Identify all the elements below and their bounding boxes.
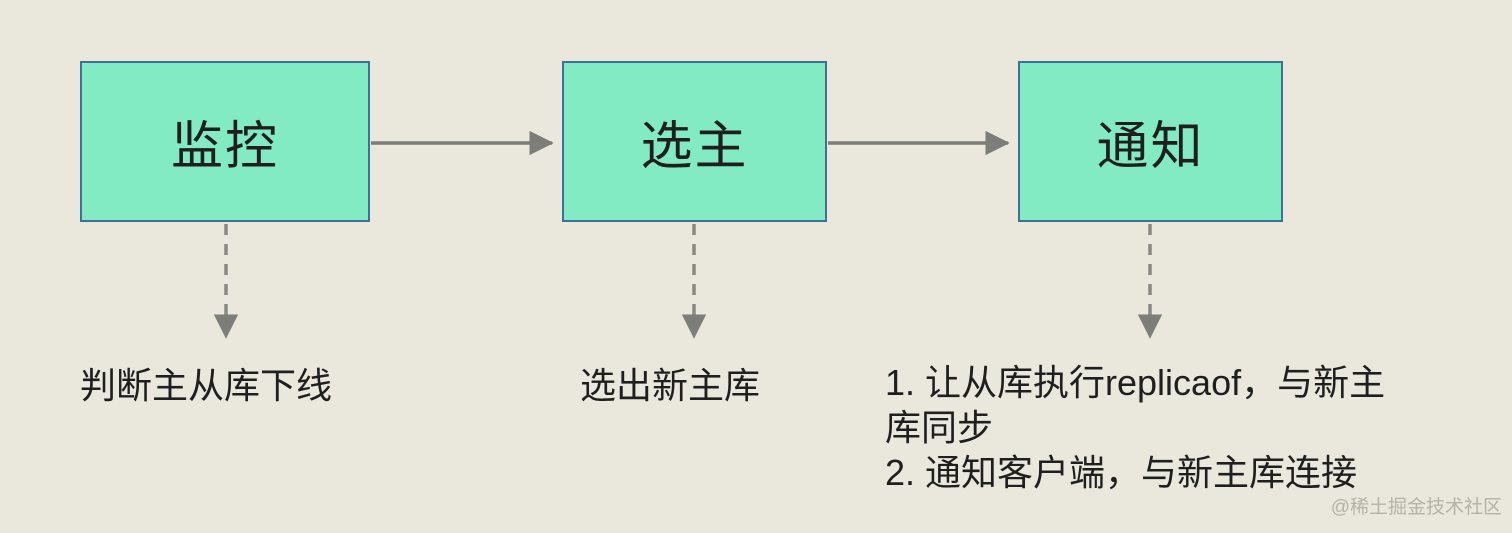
- step-box-elect-leader: 选主: [562, 61, 827, 222]
- step-box-notify: 通知: [1018, 61, 1283, 222]
- caption-notify: 1. 让从库执行replicaof，与新主 库同步 2. 通知客户端，与新主库连…: [885, 360, 1465, 495]
- caption-notify-line-3: 2. 通知客户端，与新主库连接: [885, 452, 1358, 493]
- step-box-monitor: 监控: [80, 61, 370, 222]
- watermark-juejin: @稀土掘金技术社区: [1330, 497, 1502, 518]
- caption-elect-leader: 选出新主库: [580, 365, 761, 406]
- caption-monitor: 判断主从库下线: [80, 365, 333, 406]
- step-label-elect-leader: 选主: [640, 118, 749, 176]
- step-label-monitor: 监控: [170, 118, 279, 176]
- caption-notify-line-2: 库同步: [885, 407, 994, 448]
- caption-notify-line-1: 1. 让从库执行replicaof，与新主: [885, 362, 1386, 403]
- step-label-notify: 通知: [1096, 118, 1205, 176]
